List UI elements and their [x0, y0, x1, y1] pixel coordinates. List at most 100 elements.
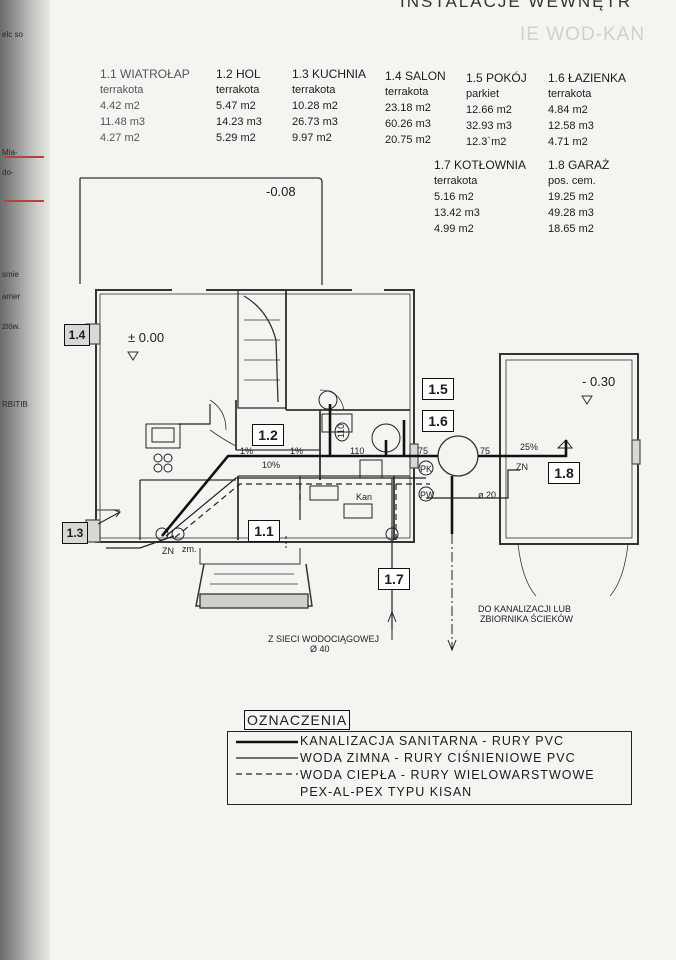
spine-red-mark	[4, 200, 44, 202]
room-title: 1.3 KUCHNIA	[292, 67, 367, 81]
book-spine-shadow	[0, 0, 50, 960]
spine-red-mark	[4, 156, 44, 158]
spine-text-5: amer	[2, 292, 21, 301]
room-floor: terrakota	[434, 175, 478, 187]
pipe-diameter-label: 110	[350, 446, 365, 456]
hot-water-line	[171, 483, 397, 541]
sewer-destination-label: ZBIORNIKA ŚCIEKÓW	[480, 614, 574, 624]
legend-title: OZNACZENIA	[244, 710, 351, 730]
legend-item-hot-water: WODA CIEPŁA - RURY WIELOWARSTWOWE	[300, 768, 595, 782]
room-volume: 11.48 m3	[100, 116, 146, 128]
spine-text-2: Mia-	[2, 148, 18, 157]
room-extra: 12.3`m2	[466, 136, 507, 148]
room-info-1-2: 1.2 HOL terrakota 5.47 m2 14.23 m3 5.29 …	[216, 66, 262, 146]
room-area: 10.28 m2	[292, 100, 338, 112]
room-tag-1-7: 1.7	[378, 568, 410, 590]
water-riser-label: PW	[420, 490, 435, 500]
room-floor: terrakota	[292, 84, 336, 96]
sewer-riser-label: PK	[420, 464, 433, 474]
room-volume: 32.93 m3	[466, 120, 512, 132]
room-extra: 18.65 m2	[548, 223, 594, 235]
legend-box	[227, 731, 632, 805]
spine-text-1: elc so	[2, 30, 23, 39]
water-source-label: Z SIECI WODOCIĄGOWEJ	[268, 634, 380, 644]
room-area: 5.16 m2	[434, 191, 474, 203]
room-extra: 4.71 m2	[548, 136, 588, 148]
room-floor: terrakota	[216, 84, 260, 96]
legend-item-cold-water: WODA ZIMNA - RURY CIŚNIENIOWE PVC	[300, 751, 576, 765]
spine-text-6: ztów.	[2, 322, 21, 331]
boiler-label: Kan	[356, 492, 373, 502]
room-title: 1.1 WIATROŁAP	[100, 67, 190, 81]
room-extra: 20.75 m2	[385, 134, 431, 146]
room-area: 12.66 m2	[466, 104, 512, 116]
room-tag-1-3: 1.3	[62, 522, 88, 544]
water-source-label: Ø 40	[310, 644, 330, 654]
room-title: 1.5 POKÓJ	[466, 71, 527, 85]
room-area: 19.25 m2	[548, 191, 594, 203]
septic-tank	[437, 435, 479, 477]
meter-label: zm.	[182, 544, 197, 554]
room-volume: 12.58 m3	[548, 120, 594, 132]
room-volume: 13.42 m3	[434, 207, 480, 219]
room-title: 1.6 ŁAZIENKA	[548, 71, 627, 85]
pipe-diameter-label: 110	[336, 423, 347, 439]
room-extra: 4.99 m2	[434, 223, 474, 235]
room-extra: 5.29 m2	[216, 132, 256, 144]
level-ground: ± 0.00	[128, 330, 165, 345]
pipe-diameter-label: 75	[418, 446, 429, 456]
slope-label: 10%	[262, 460, 281, 470]
legend-item-hot-water-cont: PEX-AL-PEX TYPU KISAN	[300, 785, 473, 799]
room-floor: terrakota	[548, 88, 592, 100]
legend-line-swatches	[236, 740, 298, 775]
pipe-diameter-label: ø 20	[478, 490, 497, 500]
level-terrace: -0.08	[266, 184, 296, 199]
sewer-pipe-main	[160, 454, 404, 537]
room-volume: 60.26 m3	[385, 118, 431, 130]
room-tag-1-6: 1.6	[422, 410, 454, 432]
room-volume: 14.23 m3	[216, 116, 262, 128]
room-tag-1-4: 1.4	[64, 324, 90, 346]
room-floor: parkiet	[466, 88, 500, 100]
room-title: 1.2 HOL	[216, 67, 261, 81]
room-info-1-5: 1.5 POKÓJ parkiet 12.66 m2 32.93 m3 12.3…	[466, 70, 527, 150]
room-info-1-7: 1.7 KOTŁOWNIA terrakota 5.16 m2 13.42 m3…	[434, 157, 526, 237]
room-area: 4.42 m2	[100, 100, 140, 112]
stairs	[237, 289, 287, 409]
room-volume: 49.28 m3	[548, 207, 594, 219]
slope-label: 1%	[290, 446, 304, 456]
spine-text-4: smie	[2, 270, 19, 279]
room-area: 4.84 m2	[548, 104, 588, 116]
room-tag-1-5: 1.5	[422, 378, 454, 400]
room-info-1-4: 1.4 SALON terrakota 23.18 m2 60.26 m3 20…	[385, 68, 446, 148]
header-fragment: INSTALACJE WEWNĘTR	[400, 0, 633, 11]
room-area: 5.47 m2	[216, 100, 256, 112]
slope-label: 25%	[520, 442, 539, 452]
level-garage: - 0.30	[582, 374, 616, 389]
slope-label: 1%	[240, 446, 254, 456]
valve-label: ZN	[516, 462, 528, 472]
spine-text-7: RBITIB	[2, 400, 28, 409]
valve-label: ZN	[162, 546, 174, 556]
spine-text-3: do-	[2, 168, 14, 177]
room-tag-1-1: 1.1	[248, 520, 280, 542]
room-volume: 26.73 m3	[292, 116, 338, 128]
room-extra: 9.97 m2	[292, 132, 332, 144]
room-extra: 4.27 m2	[100, 132, 140, 144]
room-title: 1.4 SALON	[385, 69, 446, 83]
room-area: 23.18 m2	[385, 102, 431, 114]
room-floor: terrakota	[100, 84, 144, 96]
room-info-1-3: 1.3 KUCHNIA terrakota 10.28 m2 26.73 m3 …	[292, 66, 366, 146]
legend-item-sewer: KANALIZACJA SANITARNA - RURY PVC	[300, 734, 565, 748]
room-title: 1.8 GARAŻ	[548, 158, 610, 172]
terrace-outline	[80, 177, 323, 285]
pipe-diameter-label: 75	[480, 446, 491, 456]
room-info-1-6: 1.6 ŁAZIENKA terrakota 4.84 m2 12.58 m3 …	[548, 70, 626, 150]
room-floor: pos. cem.	[548, 175, 596, 187]
room-tag-1-2: 1.2	[252, 424, 284, 446]
header-fragment-faded: IE WOD-KAN	[520, 24, 646, 45]
sewer-destination-label: DO KANALIZACJI LUB	[478, 604, 572, 614]
room-tag-1-8: 1.8	[548, 462, 580, 484]
room-info-1-8: 1.8 GARAŻ pos. cem. 19.25 m2 49.28 m3 18…	[548, 157, 609, 237]
room-title: 1.7 KOTŁOWNIA	[434, 158, 527, 172]
